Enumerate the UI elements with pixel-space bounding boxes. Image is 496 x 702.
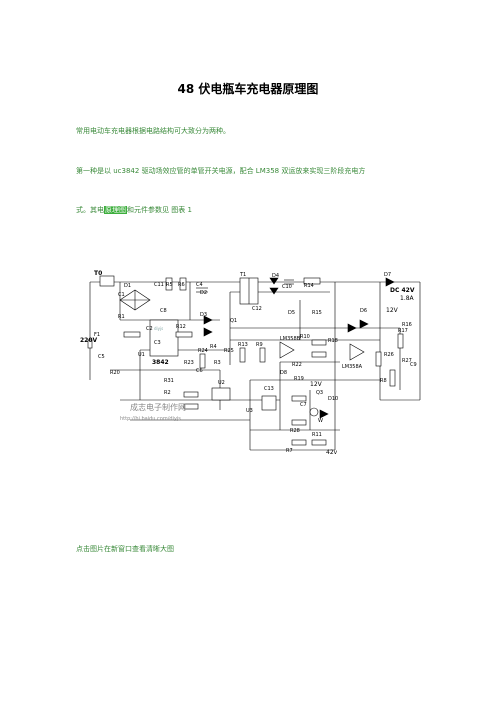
label-R24: R24 bbox=[198, 348, 208, 354]
label-220V: 220V bbox=[80, 337, 98, 344]
label-D3: D3 bbox=[200, 312, 207, 318]
label-R27: R27 bbox=[402, 358, 412, 364]
label-U2: U2 bbox=[218, 380, 225, 386]
label-W: W bbox=[318, 418, 323, 424]
label-R12: R12 bbox=[176, 324, 186, 330]
label-C6: C6 bbox=[196, 368, 203, 374]
label-R16: R16 bbox=[402, 322, 412, 328]
label-R4: R4 bbox=[210, 344, 217, 350]
image-watermark: 成志电子制作网 http://hi.baidu.com/diyjs bbox=[120, 402, 186, 422]
label-chip-watermark: diyjs bbox=[154, 326, 163, 331]
label-C2: C2 bbox=[146, 326, 153, 332]
label-R2: R2 bbox=[164, 390, 171, 396]
schematic-link[interactable]: 原理图 bbox=[104, 206, 127, 214]
image-caption-link[interactable]: 点击图片在新窗口查看清晰大图 bbox=[76, 545, 174, 553]
label-ic-3842: 3842 bbox=[152, 359, 169, 366]
label-R1: R1 bbox=[118, 314, 125, 320]
label-R7: R7 bbox=[286, 448, 293, 454]
label-Q3: Q3 bbox=[316, 390, 323, 396]
label-C12: C12 bbox=[252, 306, 262, 312]
label-R26: R26 bbox=[384, 352, 394, 358]
label-U3: U3 bbox=[246, 408, 253, 414]
label-R9: R9 bbox=[256, 342, 263, 348]
p2-text-1: 第一种是以 bbox=[76, 167, 114, 175]
label-R14: R14 bbox=[304, 283, 314, 289]
label-R8: R8 bbox=[380, 378, 387, 384]
label-C13: C13 bbox=[264, 386, 274, 392]
label-D1: D1 bbox=[124, 283, 131, 289]
label-C4: C4 bbox=[196, 282, 203, 288]
schematic-labels: T0 D1 C11 R5 R6 C4 T1 D4 C10 R14 D7 DC 4… bbox=[80, 270, 417, 456]
label-R13: R13 bbox=[238, 342, 248, 348]
p3-text-2: 和元件参数见 图表 bbox=[127, 206, 188, 214]
intro-paragraph: 常用电动车充电器根据电路结构可大致分为两种。 bbox=[76, 127, 230, 135]
label-R17: R17 bbox=[398, 328, 408, 334]
label-42v: 42v bbox=[326, 449, 338, 456]
label-12V-2: 12V bbox=[310, 381, 323, 388]
label-R11: R11 bbox=[312, 432, 322, 438]
label-LM358A: LM358A bbox=[342, 364, 363, 370]
label-D5: D5 bbox=[288, 310, 295, 316]
label-current: 1.8A bbox=[400, 295, 415, 302]
label-F1: F1 bbox=[94, 332, 100, 338]
p2-chip-name: uc3842 bbox=[113, 167, 140, 175]
label-D6: D6 bbox=[360, 308, 367, 314]
p2-text-2: 驱动场效应管的单管开关电源，配合 bbox=[139, 167, 256, 175]
label-C7: C7 bbox=[300, 402, 307, 408]
label-C1: C1 bbox=[118, 292, 125, 298]
label-LM358B: LM358B bbox=[280, 336, 301, 342]
watermark-url: http://hi.baidu.com/diyjs bbox=[120, 416, 181, 422]
p3-text-1: 式。其电 bbox=[76, 206, 104, 214]
paragraph-type1: 第一种是以 uc3842 驱动场效应管的单管开关电源，配合 LM358 双运放来… bbox=[76, 166, 436, 176]
label-T1: T1 bbox=[239, 272, 246, 278]
label-Q1: Q1 bbox=[230, 318, 237, 324]
label-C10: C10 bbox=[282, 284, 292, 290]
label-C5: C5 bbox=[98, 354, 105, 360]
label-D8: D8 bbox=[280, 370, 287, 376]
label-R10: R10 bbox=[300, 334, 310, 340]
p3-figure-number: 1 bbox=[187, 206, 192, 214]
label-R23: R23 bbox=[184, 360, 194, 366]
label-R20: R20 bbox=[110, 370, 120, 376]
label-R6: R6 bbox=[178, 282, 185, 288]
watermark-site-name: 成志电子制作网 bbox=[130, 402, 186, 412]
label-T0: T0 bbox=[94, 270, 102, 277]
label-C8: C8 bbox=[160, 308, 167, 314]
paragraph-figure-ref: 式。其电原理图和元件参数见 图表 1 bbox=[76, 205, 436, 215]
label-D7: D7 bbox=[384, 272, 391, 278]
p2-opamp-name: LM358 bbox=[255, 167, 280, 175]
label-R3: R3 bbox=[214, 360, 221, 366]
wiring bbox=[89, 281, 421, 451]
charger-schematic-image[interactable]: T0 D1 C11 R5 R6 C4 T1 D4 C10 R14 D7 DC 4… bbox=[80, 270, 430, 460]
label-R31: R31 bbox=[164, 378, 174, 384]
label-R19: R19 bbox=[294, 376, 304, 382]
label-R5: R5 bbox=[166, 282, 173, 288]
label-R25: R25 bbox=[224, 348, 234, 354]
label-R22: R22 bbox=[292, 362, 302, 368]
label-U1: U1 bbox=[138, 352, 145, 358]
label-D2: D2 bbox=[200, 290, 207, 296]
label-D4: D4 bbox=[272, 273, 279, 279]
label-12V: 12V bbox=[386, 307, 399, 314]
label-C3: C3 bbox=[154, 340, 161, 346]
label-DC-voltage: DC 42V bbox=[390, 287, 415, 294]
label-C11: C11 bbox=[154, 282, 164, 288]
label-R28: R28 bbox=[290, 428, 300, 434]
components bbox=[87, 275, 404, 446]
page-title: 48 伏电瓶车充电器原理图 bbox=[177, 82, 319, 96]
label-D10: D10 bbox=[328, 396, 338, 402]
p2-text-3: 双运放来实现三阶段充电方 bbox=[279, 167, 366, 175]
label-R15: R15 bbox=[312, 310, 322, 316]
label-C9: C9 bbox=[410, 362, 417, 368]
label-R18: R18 bbox=[328, 338, 338, 344]
